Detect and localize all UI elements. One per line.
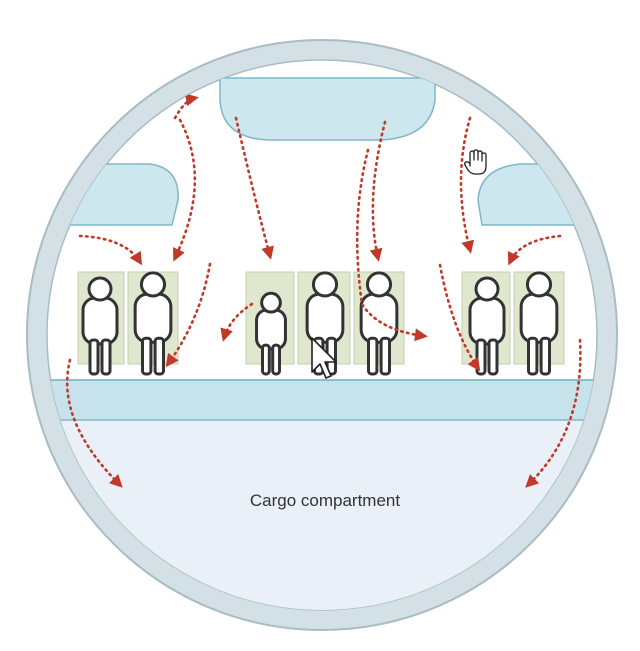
passenger-figure xyxy=(133,271,173,376)
airflow-arrow xyxy=(234,116,274,260)
cargo-compartment-label: Cargo compartment xyxy=(250,491,401,510)
airflow-arrow xyxy=(438,263,481,372)
passenger-figure xyxy=(468,276,506,376)
passenger-leg xyxy=(141,336,153,376)
passenger-head xyxy=(311,271,339,298)
passenger-figure xyxy=(81,276,119,376)
passenger-head xyxy=(474,276,500,302)
passenger-head xyxy=(139,271,167,298)
airflow-arrow xyxy=(220,302,254,342)
passenger-leg xyxy=(379,336,392,376)
passenger-torso xyxy=(133,292,173,344)
airflow-arrow xyxy=(78,234,143,266)
hand-pointer-icon xyxy=(464,149,487,175)
passenger-figure xyxy=(519,271,559,376)
passenger-leg xyxy=(475,338,487,376)
airflow-arrows xyxy=(65,93,582,488)
overhead-bin-center xyxy=(219,77,436,141)
airflow-arrow xyxy=(173,118,197,262)
passenger-head xyxy=(87,276,113,302)
airflow-arrow xyxy=(525,338,582,488)
passenger-leg xyxy=(88,338,100,376)
passenger-torso xyxy=(81,296,119,346)
passenger-leg xyxy=(153,336,166,376)
passenger-head xyxy=(260,291,282,314)
passenger-head xyxy=(365,271,393,298)
passenger-figure xyxy=(359,271,399,376)
cabin-floor xyxy=(47,379,597,421)
airflow-arrow xyxy=(65,358,123,488)
airflow-arrow xyxy=(355,148,428,342)
passenger-torso xyxy=(305,292,345,344)
passenger-leg xyxy=(100,338,112,376)
passenger-torso xyxy=(359,292,399,344)
airflow-arrow xyxy=(507,234,562,266)
passenger-leg xyxy=(367,336,379,376)
passenger-leg xyxy=(271,343,282,376)
airflow-arrow xyxy=(459,116,475,254)
passenger-leg xyxy=(539,336,551,376)
airflow-arrow xyxy=(369,120,387,262)
passenger-torso xyxy=(255,308,287,351)
passenger-figure xyxy=(255,291,287,376)
airflow-arrow xyxy=(165,262,212,368)
passenger-torso xyxy=(468,296,506,346)
airflow-arrow xyxy=(173,93,199,120)
passenger-leg xyxy=(487,338,499,376)
passengers xyxy=(81,271,559,376)
passenger-leg xyxy=(261,343,271,376)
arrow-pointer-icon xyxy=(311,337,337,379)
passenger-torso xyxy=(519,292,559,344)
passenger-head xyxy=(525,271,553,298)
passenger-leg xyxy=(527,336,539,376)
